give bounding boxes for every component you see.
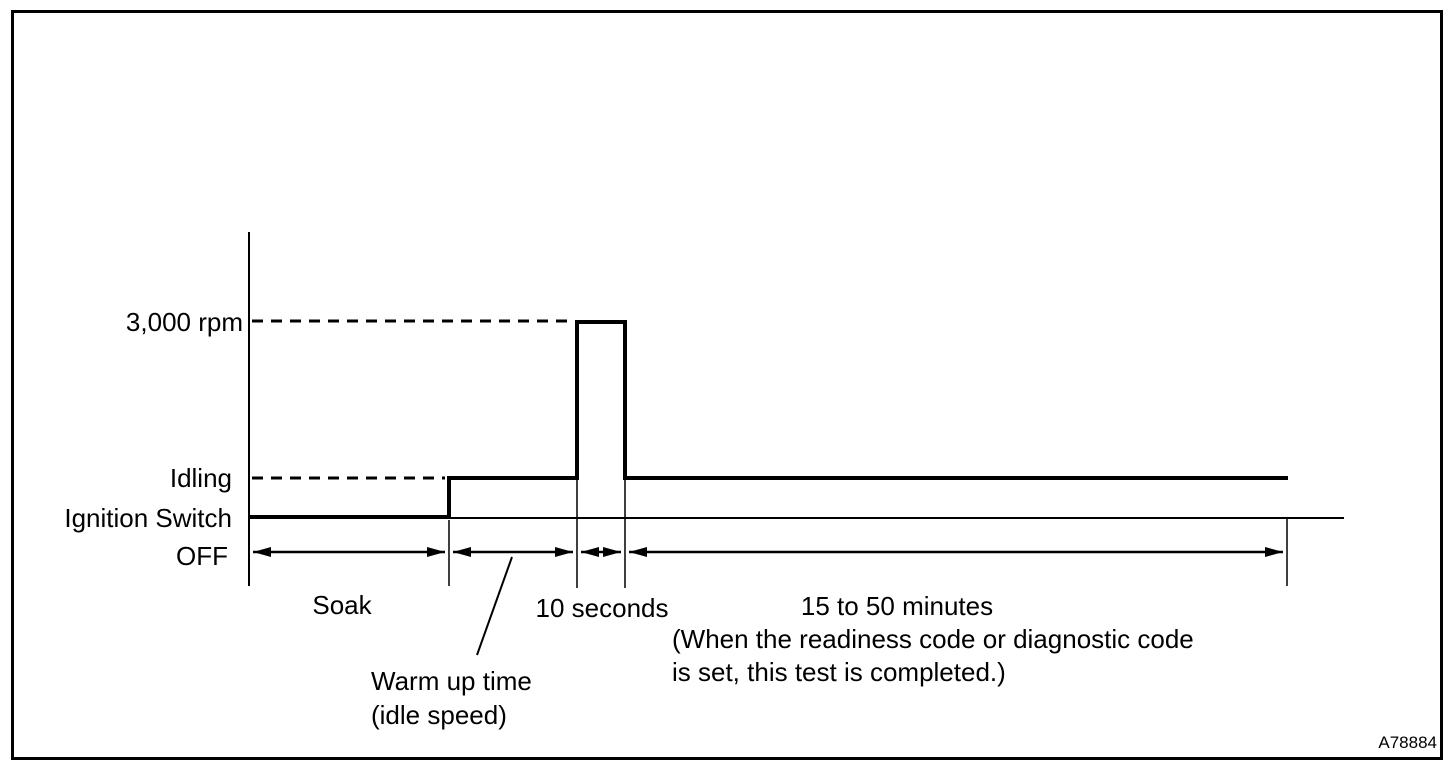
label-10-seconds: 10 seconds: [535, 593, 669, 623]
label-idle-speed: (idle speed): [371, 700, 507, 730]
label-idling: Idling: [169, 463, 232, 493]
signal-trace: [250, 320, 1288, 519]
label-ignition-switch: Ignition Switch: [64, 503, 232, 533]
label-off: OFF: [176, 541, 228, 571]
label-readiness-note-line1: (When the readiness code or diagnostic c…: [672, 624, 1194, 654]
warm-up-leader-line: [476, 556, 513, 656]
figure-code: A78884: [1378, 733, 1437, 752]
figure-border: [11, 10, 1443, 760]
label-15-50-minutes: 15 to 50 minutes: [800, 591, 994, 621]
label-soak: Soak: [312, 590, 372, 620]
label-3000-rpm: 3,000 rpm: [125, 307, 243, 337]
label-readiness-note-line2: is set, this test is completed.): [672, 657, 1006, 687]
label-warm-up-time: Warm up time: [371, 666, 532, 696]
